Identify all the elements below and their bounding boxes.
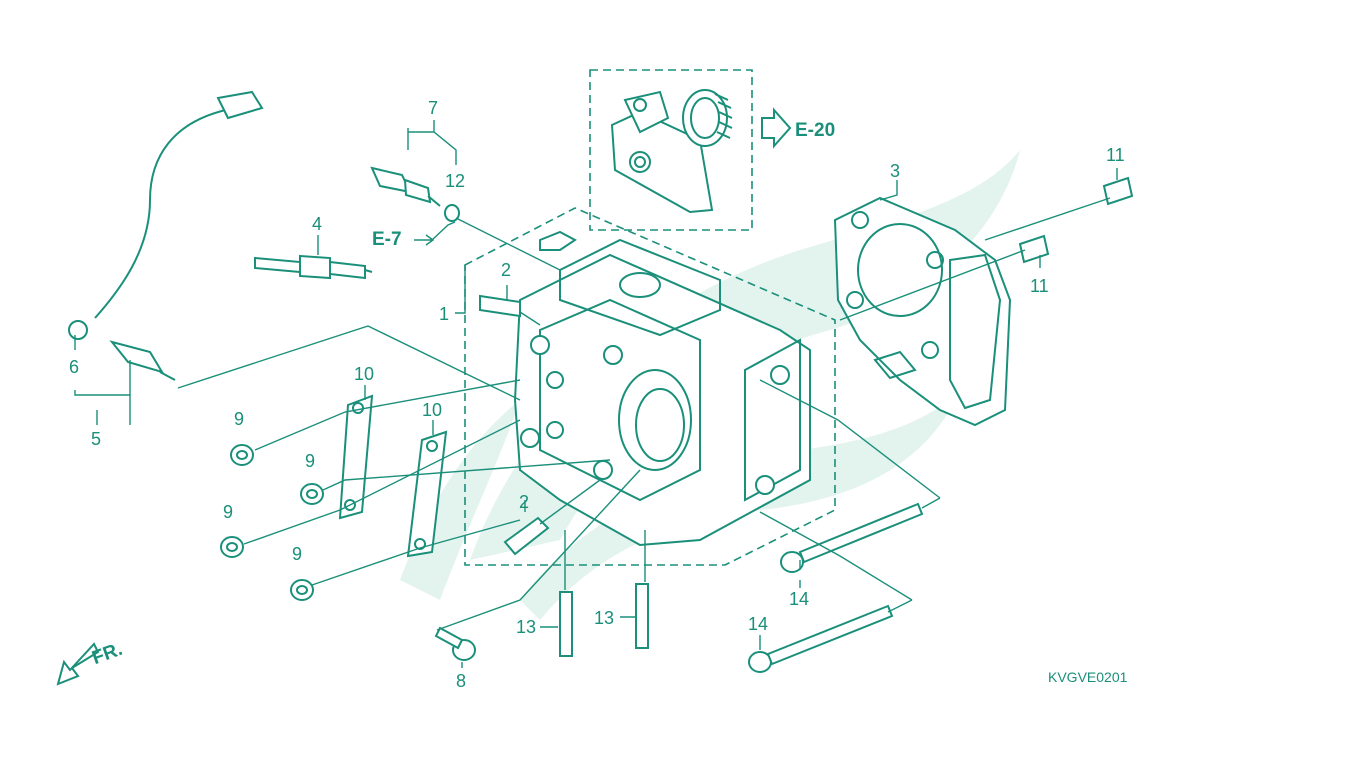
nut-9a	[230, 444, 254, 466]
callout-13-a: 13	[516, 617, 536, 637]
callout-9-c: 9	[223, 502, 233, 522]
nut-9d	[290, 579, 314, 601]
long-bolt-lower	[748, 604, 894, 673]
ref-label-e7: E-7	[372, 229, 402, 250]
callout-14-a: 14	[789, 589, 809, 609]
spark-plug-part	[254, 254, 373, 280]
ref-arrow-e7	[414, 221, 456, 246]
callout-4: 4	[312, 214, 322, 234]
callout-2-upper: 2	[501, 260, 511, 280]
temperature-sensor-part	[370, 166, 441, 207]
guide-bushing-upper	[479, 294, 521, 318]
callout-7: 7	[428, 98, 438, 118]
callout-2-lower: 2	[519, 492, 529, 512]
callout-12: 12	[445, 171, 465, 191]
diagram-code: KVGVE0201	[1048, 669, 1128, 685]
callout-13-b: 13	[594, 608, 614, 628]
callout-14-b: 14	[748, 614, 768, 634]
guide-bushing-lower	[503, 516, 550, 556]
gasket-part	[833, 196, 1012, 427]
callout-8: 8	[456, 671, 466, 691]
o2-sensor-part	[68, 90, 264, 381]
front-direction-arrow	[56, 642, 100, 686]
callout-9-a: 9	[234, 409, 244, 429]
nut-9c	[220, 536, 244, 558]
flange-bolt-part	[434, 626, 476, 661]
stud-bolt-right	[635, 583, 649, 649]
retainer-plate-left	[338, 394, 374, 520]
callout-3: 3	[890, 161, 900, 181]
retainer-plate-right	[406, 430, 448, 558]
leader-lines	[74, 120, 1118, 668]
front-direction-label: FR.	[89, 639, 125, 669]
reference-arrow-e20	[761, 107, 792, 149]
callout-9-d: 9	[292, 544, 302, 564]
ref-label-e20: E-20	[795, 120, 835, 141]
callout-1: 1	[439, 304, 449, 324]
dowel-pin-lower	[1018, 234, 1050, 264]
washer-part	[444, 204, 460, 222]
callout-5: 5	[91, 429, 101, 449]
cylinder-head-part	[513, 230, 811, 547]
callout-10-b: 10	[422, 400, 442, 420]
callout-10-a: 10	[354, 364, 374, 384]
inset-frame-e20	[589, 69, 753, 231]
nut-9b	[300, 483, 324, 505]
long-bolt-upper	[780, 502, 924, 573]
callout-11-a: 11	[1106, 145, 1125, 165]
callout-6: 6	[69, 357, 79, 377]
dowel-pin-upper	[1102, 176, 1134, 206]
stud-bolt-left	[559, 591, 573, 657]
throttle-body-part	[610, 89, 733, 214]
callout-9-b: 9	[305, 451, 315, 471]
assembly-frame-head	[464, 207, 836, 566]
callout-11-b: 11	[1030, 276, 1049, 296]
